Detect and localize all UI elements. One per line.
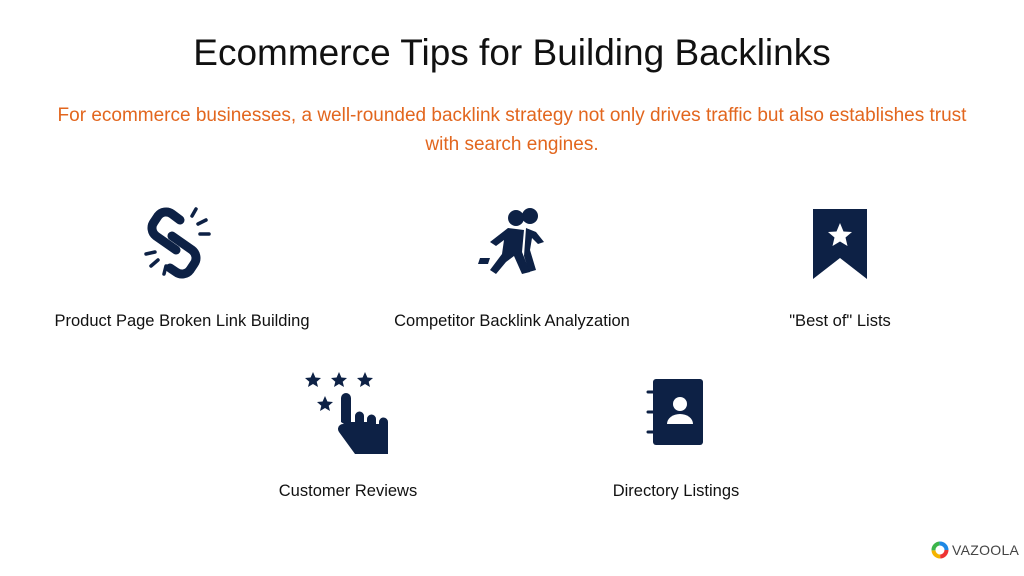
tip-label: Competitor Backlink Analyzation bbox=[394, 312, 630, 330]
subtitle: For ecommerce businesses, a well-rounded… bbox=[57, 105, 967, 155]
broken-link-icon bbox=[144, 207, 211, 279]
running-people-icon bbox=[478, 208, 544, 274]
contact-book-icon bbox=[646, 379, 703, 445]
tip-reviews: Customer Reviews bbox=[198, 370, 498, 500]
tip-label: Customer Reviews bbox=[278, 482, 418, 500]
vazoola-logo-icon bbox=[931, 541, 949, 559]
tip-best-of: "Best of" Lists bbox=[690, 206, 990, 330]
tip-label: Product Page Broken Link Building bbox=[54, 312, 310, 330]
tip-label: "Best of" Lists bbox=[789, 312, 891, 330]
brand-logo: VAZOOLA bbox=[931, 541, 1019, 559]
bookmark-star-icon bbox=[813, 209, 867, 279]
tip-directory: Directory Listings bbox=[526, 376, 826, 500]
tip-broken-link: Product Page Broken Link Building bbox=[32, 206, 332, 330]
stars-hand-icon bbox=[305, 372, 388, 454]
tip-competitor: Competitor Backlink Analyzation bbox=[362, 206, 662, 330]
tip-label: Directory Listings bbox=[612, 482, 740, 500]
brand-name: VAZOOLA bbox=[952, 542, 1020, 558]
page-title: Ecommerce Tips for Building Backlinks bbox=[193, 32, 831, 73]
